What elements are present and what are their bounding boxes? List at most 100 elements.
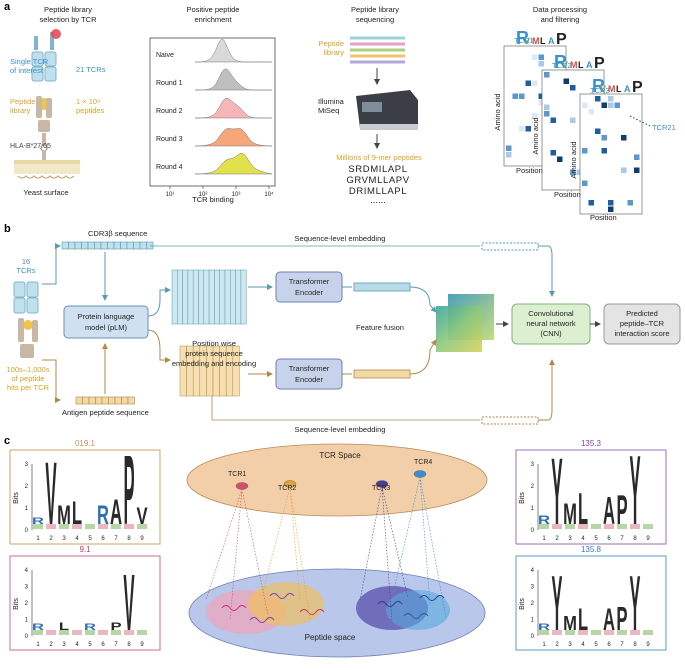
cnn-label-1: Convolutional bbox=[528, 309, 574, 318]
mini-logo-letter: L bbox=[616, 84, 622, 94]
logo-position: 7 bbox=[620, 642, 624, 648]
hla-label: HLA-B*27:05 bbox=[10, 143, 51, 150]
tcr-peptide-link bbox=[261, 486, 291, 597]
logo-minor-glyphs bbox=[643, 630, 653, 635]
heatmap-cell bbox=[595, 96, 601, 102]
logo-position: 7 bbox=[114, 536, 118, 542]
tcr-dot-3 bbox=[413, 470, 427, 478]
col2-title-2: enrichment bbox=[194, 15, 232, 24]
logo-title-3: 135.8 bbox=[581, 545, 602, 554]
panel-a-label: a bbox=[4, 1, 11, 13]
round-label-1: Round 1 bbox=[156, 80, 183, 87]
yeast-surface-label: Yeast surface bbox=[23, 188, 68, 197]
logo-letter: L bbox=[59, 620, 70, 633]
plm-to-tcr-embed-arrow bbox=[147, 287, 171, 317]
mini-logo-letter: M bbox=[608, 84, 616, 94]
illumina-label-2: MiSeq bbox=[318, 106, 339, 115]
tcr-to-cdr3-arrow bbox=[42, 243, 61, 285]
heatmap-tcr2-label: TCR2 bbox=[552, 61, 572, 70]
b-tcr-molecule-icon bbox=[13, 281, 39, 358]
logo-minor-glyphs bbox=[578, 524, 588, 529]
tcr-dot-0 bbox=[235, 482, 249, 490]
heatmap-cell bbox=[544, 72, 550, 78]
heatmap-cell bbox=[570, 169, 576, 175]
pep-embed-column bbox=[232, 345, 240, 397]
logo-frame-1 bbox=[515, 449, 667, 545]
logo-letter: Y bbox=[630, 559, 641, 646]
tcr-embed-column bbox=[224, 269, 231, 325]
heatmap2-xlabel: Position bbox=[554, 190, 581, 199]
heatmap-cell bbox=[627, 200, 633, 206]
mini-logo-letter: P bbox=[594, 55, 605, 72]
logo-position: 1 bbox=[542, 642, 546, 648]
logo-minor-glyphs bbox=[137, 630, 147, 635]
peptide-mhc-icon bbox=[36, 96, 52, 160]
seq-embed-top-vector bbox=[481, 242, 539, 251]
heatmap-cell bbox=[588, 109, 594, 115]
binding-tick-label-1: 10² bbox=[199, 192, 208, 198]
tcr-embed-column bbox=[219, 269, 226, 325]
heatmap-cell bbox=[525, 80, 531, 86]
tcr-embed-column bbox=[198, 269, 205, 325]
col1-title-1: Peptide library bbox=[44, 5, 92, 14]
cdr3-residue bbox=[94, 241, 102, 250]
plm-box bbox=[63, 305, 149, 339]
logo-position: 3 bbox=[568, 536, 572, 542]
logo-position: 9 bbox=[646, 642, 650, 648]
logo-position: 2 bbox=[555, 536, 559, 542]
transformer-top-label-2: Encoder bbox=[295, 288, 323, 297]
logo-minor-glyphs bbox=[578, 630, 588, 635]
b-tcr-count-1: 16 bbox=[22, 257, 30, 266]
logo-letter: R bbox=[32, 516, 44, 526]
logo-ytick: 0 bbox=[531, 528, 535, 534]
heatmap-cell bbox=[582, 102, 588, 108]
logo-minor-glyphs bbox=[565, 630, 575, 635]
b-hits-3: hits per TCR bbox=[7, 383, 50, 392]
tcr-peptide-link bbox=[391, 476, 421, 599]
logo-ytick: 2 bbox=[531, 601, 535, 607]
tcr-space-ellipse bbox=[186, 443, 488, 517]
logo-minor-glyphs bbox=[552, 524, 562, 529]
logo-letter: M bbox=[563, 498, 577, 531]
pred-label-2: peptide–TCR bbox=[620, 319, 665, 328]
tcr-peptide-link bbox=[241, 488, 269, 616]
transformer-top-label-1: Transformer bbox=[289, 277, 330, 286]
logo-position: 8 bbox=[633, 536, 637, 542]
logo-letter: Y bbox=[629, 435, 640, 545]
logo-position: 8 bbox=[633, 642, 637, 648]
logo-letter: L bbox=[578, 603, 588, 638]
cdr3-residue bbox=[107, 241, 115, 250]
seq-embed-bottom-vector bbox=[481, 416, 539, 425]
logo-ytick: 2 bbox=[25, 601, 29, 607]
binding-tick-label-0: 10¹ bbox=[166, 192, 175, 198]
logo-ytick: 3 bbox=[25, 585, 29, 591]
heatmap-cell bbox=[582, 148, 588, 154]
logo-minor-glyphs bbox=[617, 630, 627, 635]
binding-tick-label-3: 10⁴ bbox=[264, 191, 274, 198]
heatmap-cell bbox=[519, 93, 525, 99]
tcr-peptide-links bbox=[205, 476, 447, 623]
logo-minor-glyphs bbox=[98, 630, 108, 635]
logo-minor-glyphs bbox=[59, 630, 69, 635]
antigen-residue bbox=[127, 396, 135, 405]
heatmap2-ylabel: Amino acid bbox=[531, 117, 540, 154]
binding-tick-label-2: 10³ bbox=[232, 192, 241, 198]
heatmap-cell bbox=[621, 167, 627, 173]
logo-position: 7 bbox=[114, 642, 118, 648]
logo-letter: M bbox=[57, 500, 71, 530]
antigen-residue bbox=[82, 396, 90, 405]
mini-logo-letter: P bbox=[556, 31, 567, 48]
logo-position: 6 bbox=[607, 642, 611, 648]
pred-label-3: interaction score bbox=[614, 329, 669, 338]
col4-title-1: Data processing bbox=[533, 5, 587, 14]
heatmap1-ylabel: Amino acid bbox=[493, 93, 502, 130]
logo-position: 5 bbox=[88, 642, 92, 648]
enrichment-ridges bbox=[194, 38, 273, 175]
peptide-count-1: 1 × 10⁹ bbox=[76, 97, 100, 106]
heatmap-cell bbox=[634, 154, 640, 160]
logo-minor-glyphs bbox=[591, 524, 601, 529]
cdr3-residue bbox=[61, 241, 69, 250]
